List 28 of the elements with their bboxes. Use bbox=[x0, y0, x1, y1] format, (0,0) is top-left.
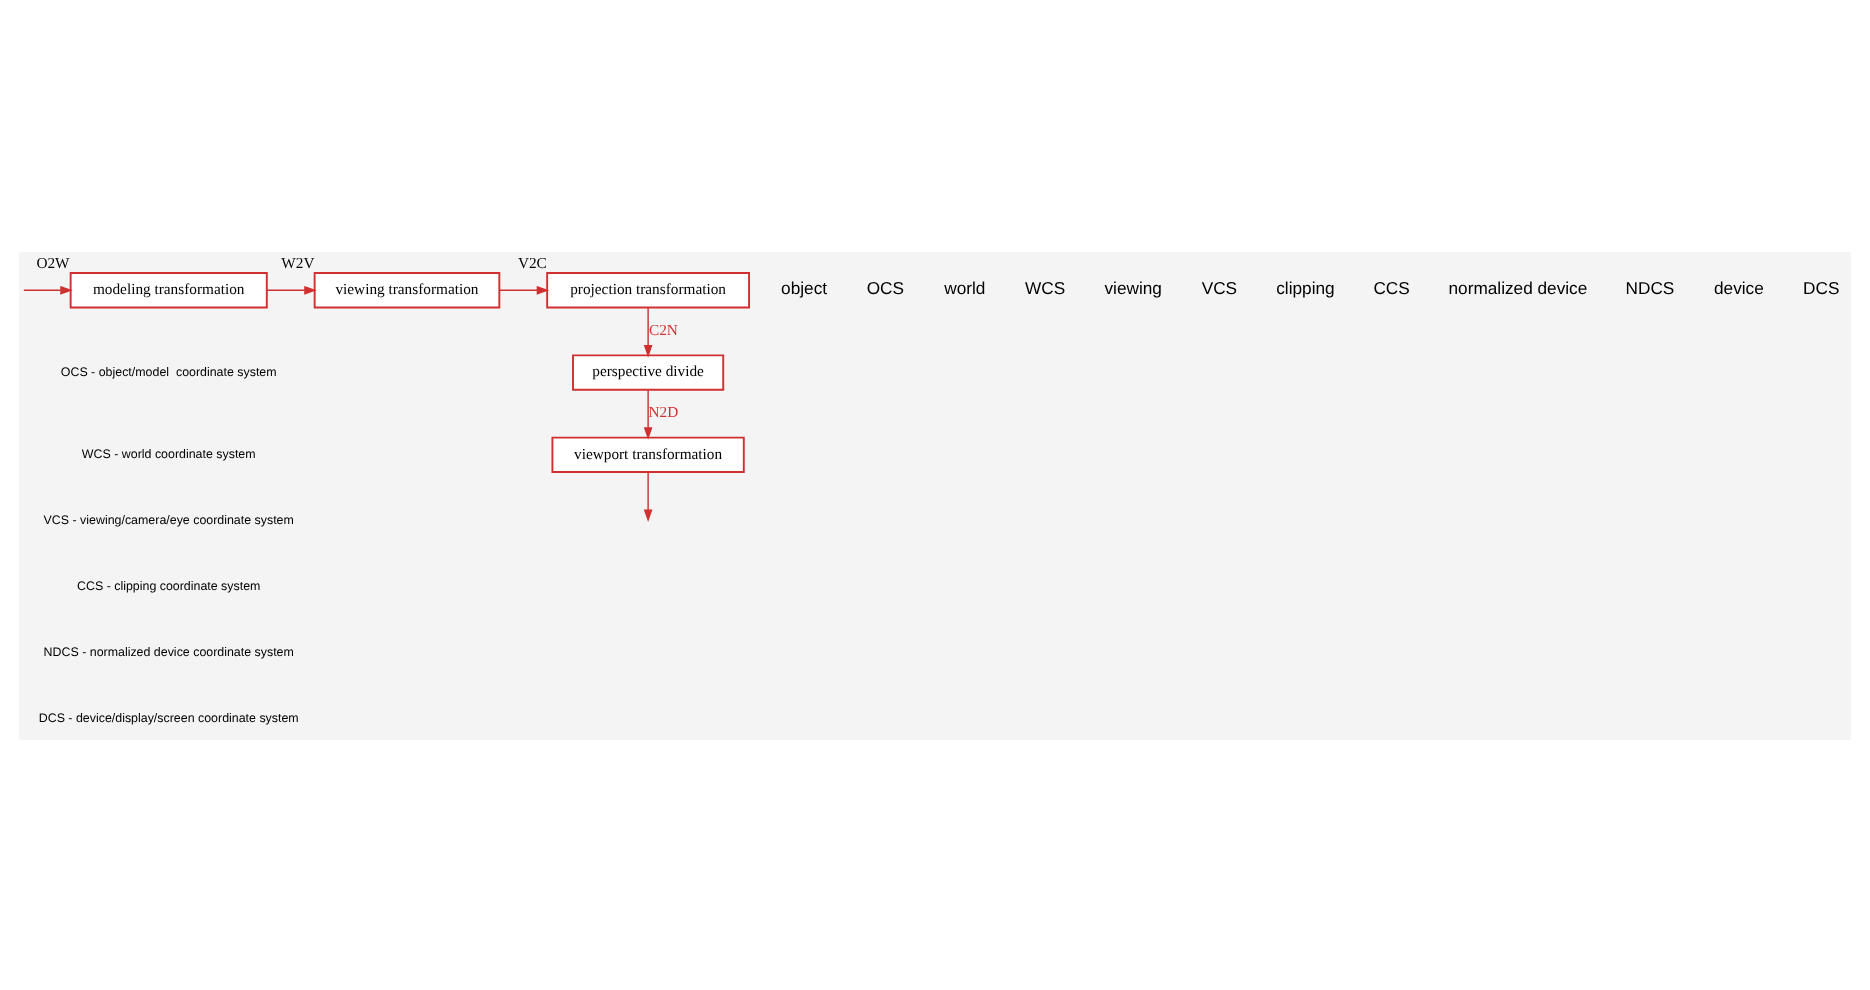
label: object bbox=[781, 277, 828, 298]
label: DCS bbox=[1803, 277, 1840, 298]
label: WCS bbox=[1025, 277, 1066, 298]
edge-label: C2N bbox=[648, 320, 678, 339]
node-box: viewing transformation bbox=[313, 271, 501, 308]
arrow bbox=[643, 388, 653, 439]
label: clipping bbox=[1276, 277, 1335, 298]
node-box: perspective divide bbox=[572, 353, 725, 390]
arrow bbox=[643, 470, 653, 521]
label: device bbox=[1714, 277, 1764, 298]
arrow bbox=[266, 284, 317, 294]
arrow bbox=[23, 284, 73, 294]
arrow bbox=[643, 306, 653, 357]
label: normalized device bbox=[1448, 277, 1588, 298]
edge-label: N2D bbox=[648, 402, 679, 421]
arrow bbox=[499, 284, 550, 294]
label: NDCS bbox=[1625, 277, 1675, 298]
label: world bbox=[944, 277, 986, 298]
label: viewing bbox=[1104, 277, 1162, 298]
node-label: W2V bbox=[281, 253, 315, 272]
label: CCS bbox=[1373, 277, 1410, 298]
label: VCS bbox=[1201, 277, 1238, 298]
node-box: modeling transformation bbox=[69, 271, 268, 308]
node-label: O2W bbox=[36, 253, 70, 272]
node-label: V2C bbox=[517, 253, 547, 272]
label: OCS bbox=[866, 277, 905, 298]
node-box: projection transformation bbox=[546, 271, 750, 308]
node-box: viewport transformation bbox=[551, 435, 745, 473]
